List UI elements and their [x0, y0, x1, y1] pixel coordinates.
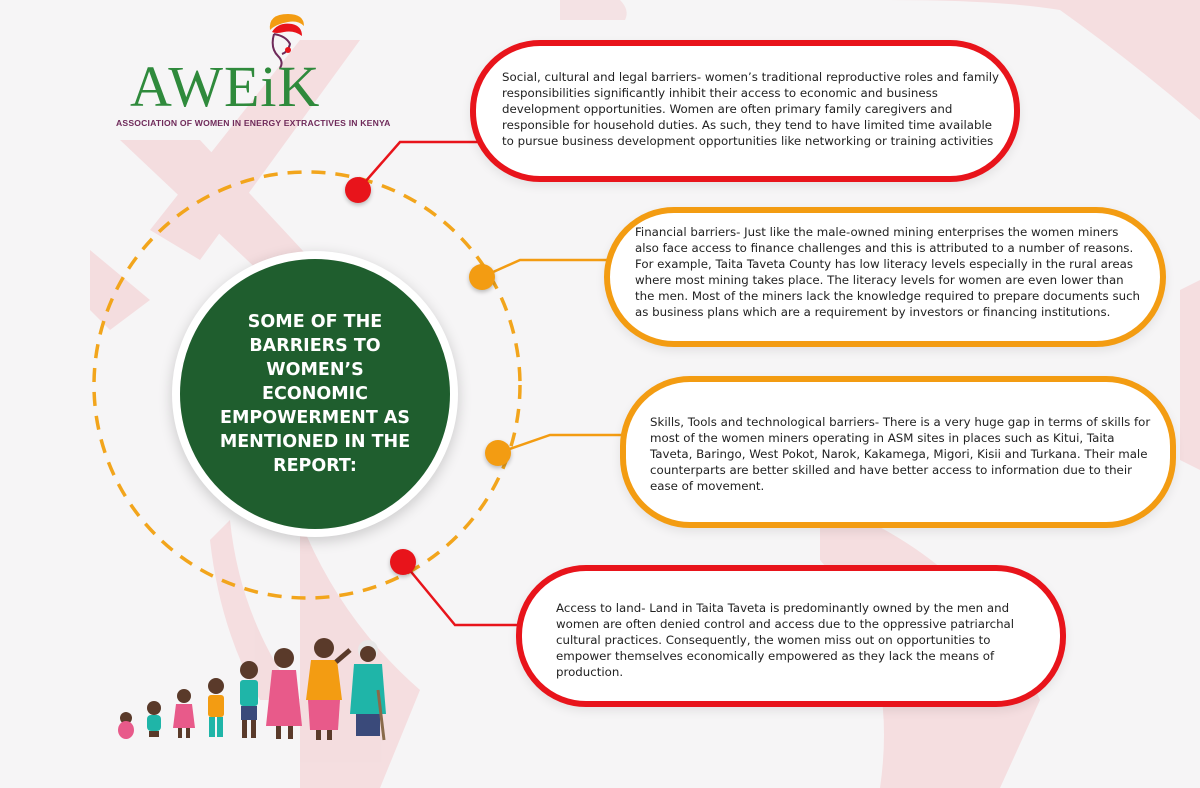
center-disc: SOME OF THE BARRIERS TO WOMEN’S ECONOMIC…	[172, 251, 458, 537]
logo-fullname: ASSOCIATION OF WOMEN IN ENERGY EXTRACTIV…	[116, 118, 391, 128]
elderly-woman-figure-icon	[350, 640, 386, 741]
girl-figure-icon	[173, 689, 195, 738]
barrier-text-social: Social, cultural and legal barriers- wom…	[502, 70, 1000, 148]
connector-dot-2	[469, 264, 495, 290]
connector-line-1	[357, 140, 484, 191]
barrier-text-skills: Skills, Tools and technological barriers…	[650, 415, 1151, 493]
women-age-progression-illustration	[118, 638, 386, 741]
barrier-card-social	[470, 40, 1020, 182]
connector-line-4	[402, 561, 524, 627]
young-woman-figure-icon	[266, 648, 302, 739]
barrier-card-financial	[604, 207, 1166, 347]
barrier-card-skills	[620, 376, 1176, 528]
adult-woman-figure-icon	[306, 638, 352, 740]
logo-wordmark: AWEiK	[130, 54, 321, 119]
connector-dot-1	[345, 177, 371, 203]
connector-line-3	[497, 433, 626, 455]
barrier-card-land	[516, 565, 1066, 707]
older-girl-figure-icon	[208, 678, 224, 737]
woman-profile-logo-icon	[269, 14, 304, 68]
baby-figure-icon	[118, 712, 134, 739]
toddler-figure-icon	[147, 701, 161, 737]
teen-figure-icon	[240, 661, 258, 738]
connector-dot-3	[485, 440, 511, 466]
connector-line-2	[481, 258, 614, 279]
center-title: SOME OF THE BARRIERS TO WOMEN’S ECONOMIC…	[219, 312, 411, 476]
aweik-logo: AWEiK ASSOCIATION OF WOMEN IN ENERGY EXT…	[108, 10, 390, 134]
barrier-text-land: Access to land- Land in Taita Taveta is …	[556, 601, 1015, 679]
barrier-text-financial: Financial barriers- Just like the male-o…	[635, 225, 1141, 319]
connector-dot-4	[390, 549, 416, 575]
dashed-ring	[92, 170, 522, 600]
